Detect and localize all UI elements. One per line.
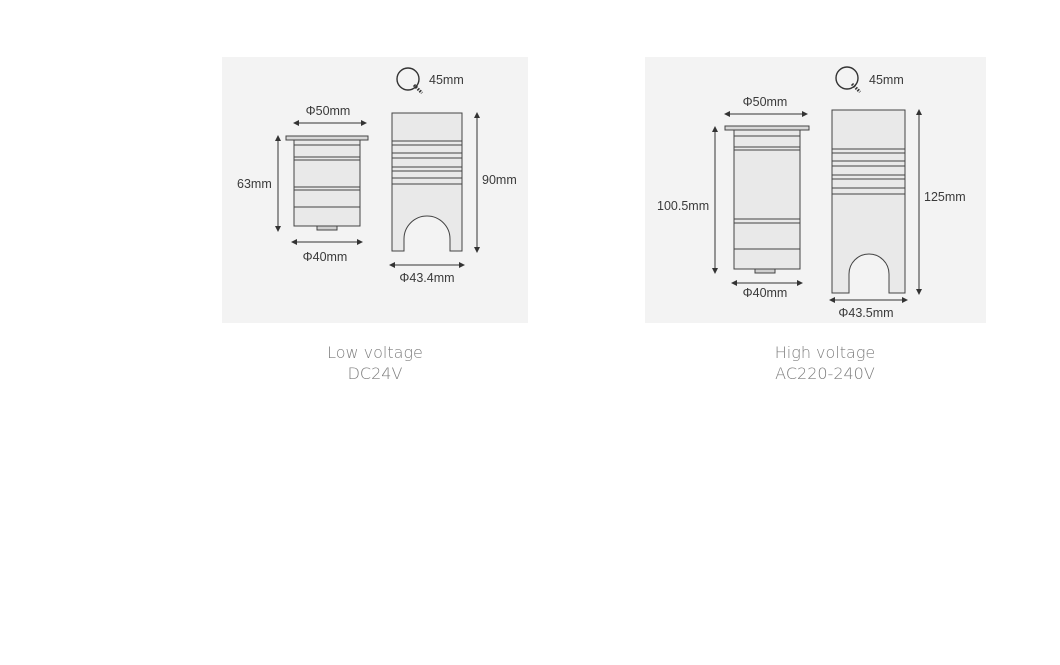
angle-label: 45mm: [869, 73, 904, 87]
sleeve-diameter-label: Φ43.5mm: [838, 306, 893, 320]
caption-voltage: DC24V: [347, 364, 403, 383]
top-diameter-label: Φ50mm: [306, 104, 351, 118]
body-height-label: 63mm: [237, 177, 272, 191]
drawing-background: [645, 57, 986, 323]
high-voltage-drawing: 45mm Φ50mm 100.5mm Φ40mm: [645, 57, 986, 323]
low-voltage-drawing: 45mm Φ50mm 63mm Φ40mm: [222, 57, 528, 323]
top-diameter-label: Φ50mm: [743, 95, 788, 109]
mounting-sleeve-drawing: [831, 109, 906, 294]
caption-title: Low voltage: [327, 343, 423, 362]
beam-angle-icon: [396, 67, 424, 95]
lamp-body-drawing: [724, 125, 810, 274]
body-height-label: 100.5mm: [657, 199, 709, 213]
beam-angle-icon: [835, 66, 862, 94]
mounting-sleeve-drawing: [391, 112, 463, 252]
bottom-diameter-label: Φ40mm: [303, 250, 348, 264]
sleeve-height-label: 125mm: [924, 190, 966, 204]
sleeve-diameter-label: Φ43.4mm: [399, 271, 454, 285]
product-panel-high-voltage: 45mm Φ50mm 100.5mm Φ40mm: [645, 57, 986, 323]
sleeve-height-label: 90mm: [482, 173, 517, 187]
angle-label: 45mm: [429, 73, 464, 87]
caption-voltage: AC220-240V: [775, 364, 875, 383]
bottom-diameter-label: Φ40mm: [743, 286, 788, 300]
product-panel-low-voltage: 45mm Φ50mm 63mm Φ40mm: [222, 57, 528, 323]
high-voltage-caption: High voltage AC220-240V: [720, 342, 930, 384]
lamp-body-drawing: [285, 135, 369, 231]
caption-title: High voltage: [774, 343, 876, 362]
low-voltage-caption: Low voltage DC24V: [270, 342, 480, 384]
